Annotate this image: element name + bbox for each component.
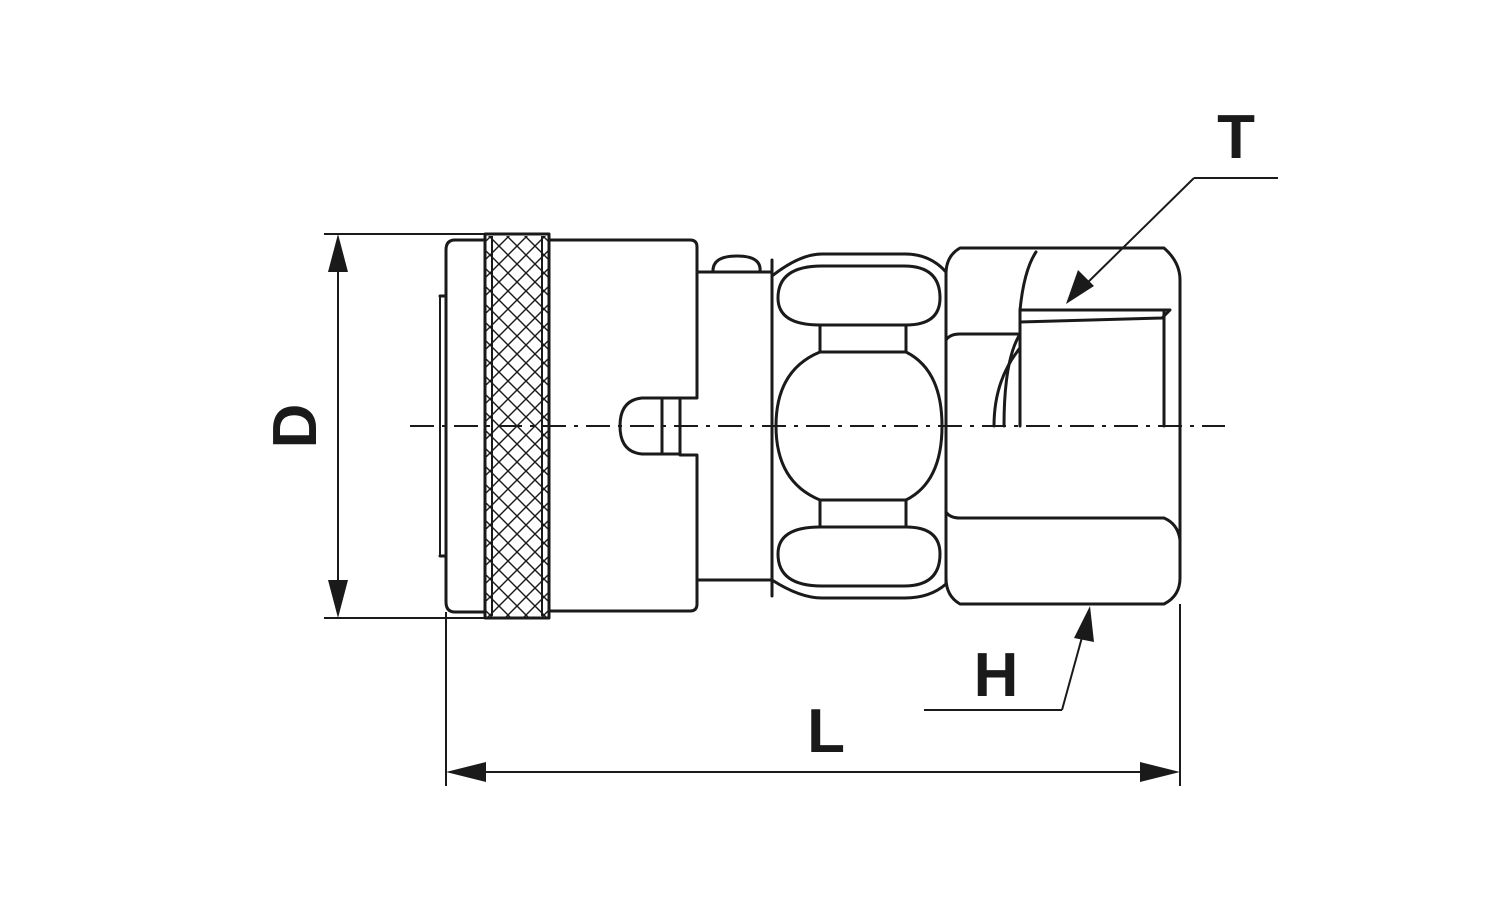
arrow-left-icon: [446, 762, 486, 782]
dimension-d: D: [261, 233, 485, 619]
knurl-line: [524, 236, 549, 261]
knurl-line: [485, 646, 549, 710]
dimension-h-label: H: [974, 641, 1019, 710]
knurl-line: [485, 249, 549, 315]
knurl-line: [485, 236, 492, 243]
knurl-line: [485, 664, 549, 728]
knurl-line: [485, 357, 549, 423]
hex-nut: [944, 246, 1182, 606]
knurl-line: [485, 411, 549, 477]
knurl-line: [485, 465, 549, 531]
dimension-t: T: [1066, 103, 1278, 304]
knurl-line: [485, 537, 549, 603]
arrow-leader-h-icon: [1074, 606, 1094, 642]
knurl-line: [485, 339, 549, 405]
knurl-line: [485, 664, 549, 728]
dimension-t-label: T: [1217, 103, 1255, 172]
knurl-line: [485, 682, 549, 746]
knurl-line: [485, 285, 549, 351]
knurl-line: [504, 573, 549, 618]
knurl-line: [485, 393, 549, 459]
arrow-leader-t-icon: [1066, 270, 1094, 304]
knurl-line: [485, 591, 512, 618]
knurl-line: [485, 160, 549, 224]
socket-body: [547, 238, 699, 613]
dimension-h: H: [924, 606, 1094, 711]
dimension-d-label: D: [261, 404, 330, 449]
arrow-up-icon: [328, 234, 348, 272]
knurl-line: [485, 429, 549, 495]
knurl-line: [522, 591, 549, 618]
knurl-line: [485, 303, 549, 369]
knurl-line: [485, 236, 510, 261]
dimension-l: L: [445, 604, 1181, 786]
knurl-line: [485, 236, 528, 279]
dimension-l-label: L: [807, 697, 845, 766]
knurl-line: [485, 519, 549, 585]
front-lip: [438, 238, 487, 614]
knurl-line: [485, 682, 549, 746]
knurl-line: [540, 609, 549, 618]
knurl-line: [485, 628, 549, 692]
knurl-line: [485, 609, 494, 618]
knurl-line: [485, 267, 549, 333]
knurl-line: [486, 555, 549, 618]
knurl-line: [485, 160, 549, 224]
knurl-line: [542, 236, 549, 243]
knurl-line: [485, 375, 549, 441]
knurl-line: [485, 646, 549, 710]
arrow-right-icon: [1140, 762, 1180, 782]
arrow-down-icon: [328, 580, 348, 618]
knurl-line: [485, 628, 549, 692]
knurl-line: [485, 501, 549, 567]
knurled-sleeve: [483, 160, 551, 746]
knurl-line: [485, 483, 549, 549]
knurl-line: [485, 236, 546, 297]
knurl-line: [485, 447, 549, 513]
knurl-line: [485, 321, 549, 387]
